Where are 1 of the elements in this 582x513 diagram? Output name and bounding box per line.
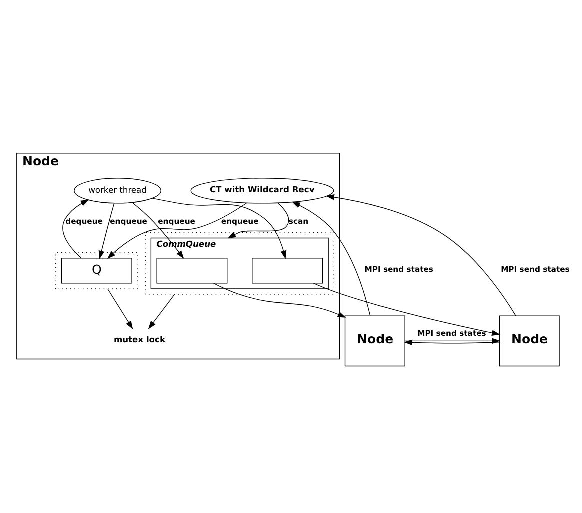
node-text: mutex lock [114, 334, 166, 344]
